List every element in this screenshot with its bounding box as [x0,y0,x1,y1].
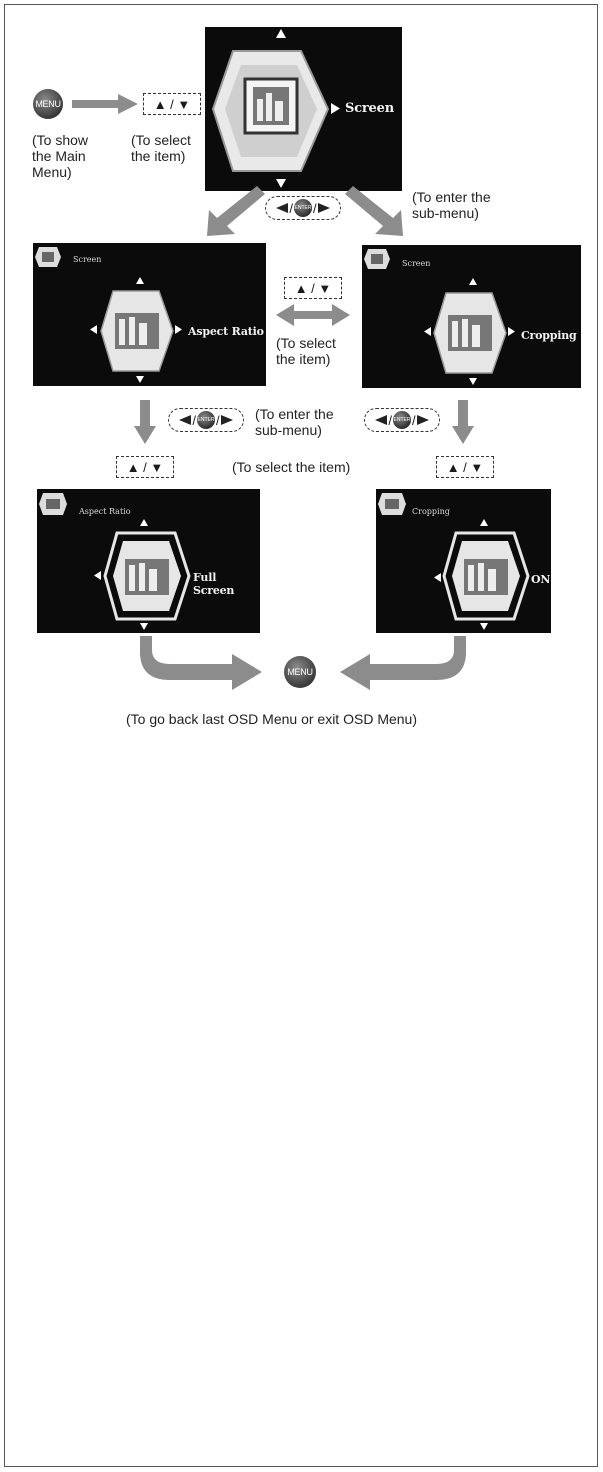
osd-on-label: ON [531,573,551,586]
enter-button-icon: ENTER [393,411,411,429]
page-frame [4,4,598,1467]
enter-submenu-note: (To enter the sub-menu) [412,189,491,221]
left-key-icon [276,203,289,213]
down-arrow-icon [140,623,148,630]
osd-aspect-ratio: Screen Aspect Ratio [33,243,266,386]
osd-full-screen: Aspect Ratio Full Screen [37,489,260,633]
on-cube-icon [442,531,530,621]
left-arrow-icon [424,327,431,336]
osd-aspect-ratio-label: Aspect Ratio [188,325,264,338]
arrow-right-icon [72,94,138,114]
up-arrow-icon [140,519,148,526]
left-key-icon [179,415,192,425]
screen-mini-icon [35,247,61,267]
osd-full-screen-label: Full Screen [193,571,235,597]
fullscreen-cube-icon [103,531,191,621]
enter-button-icon: ENTER [197,411,215,429]
slash-separator: / [289,200,293,216]
down-arrow-right-icon [452,400,474,444]
menu-button-icon: MENU [284,656,316,688]
left-arrow-icon [90,325,97,334]
slash-separator: / [313,200,317,216]
down-arrow-left-icon [134,400,156,444]
osd-cropping-on: Cropping ON [376,489,551,633]
osd-header-aspect-ratio: Aspect Ratio [79,507,131,516]
left-enter-right-key: / ENTER / [364,408,440,432]
diagonal-arrow-right-icon [345,186,403,236]
up-arrow-icon [480,519,488,526]
osd-header-cropping: Cropping [412,507,450,516]
left-enter-right-key: / ENTER / [265,196,341,220]
screen-mini-icon [364,249,390,269]
right-key-icon [416,415,429,425]
osd-header-screen: Screen [73,255,102,264]
up-down-key: ▲ / ▼ [116,456,174,478]
right-key-icon [220,415,233,425]
return-arrow-right-icon [340,636,466,690]
left-enter-right-key: / ENTER / [168,408,244,432]
slash-separator: / [388,412,392,428]
slash-separator: / [216,412,220,428]
up-arrow-icon [136,277,144,284]
show-main-menu-note: (To show the Main Menu) [32,132,89,180]
left-arrow-icon [434,573,441,582]
right-key-icon [317,203,330,213]
down-arrow-icon [469,378,477,385]
osd-screen-main: Screen [205,27,402,191]
back-exit-note: (To go back last OSD Menu or exit OSD Me… [126,711,417,727]
select-item-note: (To select the item) [131,132,191,164]
enter-button-icon: ENTER [294,199,312,217]
right-arrow-icon [508,327,515,336]
up-arrow-icon [469,278,477,285]
up-down-key: ▲ / ▼ [284,277,342,299]
down-arrow-icon [276,179,286,188]
left-arrow-icon [94,571,101,580]
right-arrow-icon [175,325,182,334]
return-arrow-left-icon [140,636,262,690]
up-down-key: ▲ / ▼ [143,93,201,115]
aspect-mini-icon [39,493,67,515]
right-arrow-icon [331,103,340,114]
enter-submenu-note-lower: (To enter the sub-menu) [255,406,334,438]
select-item-note-middle: (To select the item) [276,335,336,367]
diagonal-arrow-left-icon [207,186,265,236]
double-arrow-icon [276,304,350,326]
slash-separator: / [412,412,416,428]
screen-cube-icon [211,50,330,172]
down-arrow-icon [480,623,488,630]
aspect-cube-icon [100,290,174,372]
cropping-cube-icon [433,292,507,374]
osd-screen-label: Screen [345,101,394,116]
select-item-note-lower: (To select the item) [232,459,351,475]
osd-cropping: Screen Cropping [362,245,581,388]
up-arrow-icon [276,29,286,38]
down-arrow-icon [136,376,144,383]
up-down-key: ▲ / ▼ [436,456,494,478]
left-key-icon [375,415,388,425]
slash-separator: / [192,412,196,428]
cropping-mini-icon [378,493,406,515]
osd-cropping-label: Cropping [521,329,577,342]
menu-button-icon: MENU [33,89,63,119]
osd-header-screen: Screen [402,259,431,268]
